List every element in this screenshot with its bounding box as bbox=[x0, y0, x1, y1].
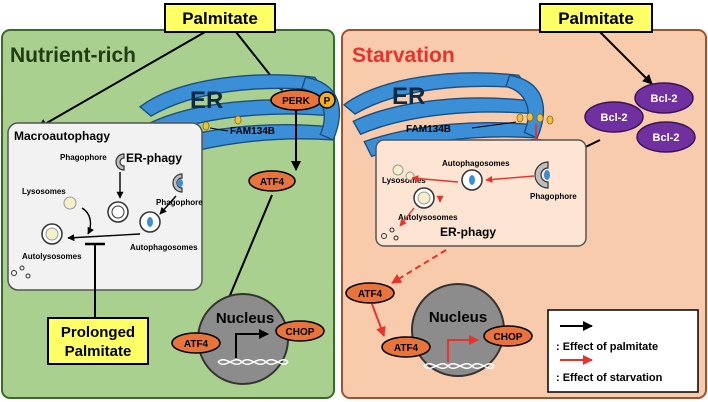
phospho-label: P bbox=[324, 96, 331, 107]
right-atf4-pill bbox=[345, 282, 395, 304]
legend-box bbox=[547, 309, 699, 393]
left-pathway-arrows bbox=[67, 172, 177, 242]
right-panel: Starvation Palmitate Bcl-2 Bcl-2 Bcl-2 E… bbox=[341, 3, 707, 399]
left-nucleus-atf4-pill bbox=[171, 332, 221, 354]
left-autophagosome-icon-1 bbox=[107, 201, 129, 223]
left-autolysosomes-label: Autolysosomes bbox=[22, 252, 82, 261]
right-autophagosome-cargo bbox=[469, 175, 475, 185]
left-lysosomes-label: Lysosomes bbox=[22, 187, 66, 196]
right-transcription-arrow bbox=[447, 335, 479, 362]
right-nucleus-atf4-label: ATF4 bbox=[394, 343, 419, 354]
right-panel-title: Starvation bbox=[352, 44, 455, 67]
right-nucleus-label: Nucleus bbox=[429, 309, 487, 326]
right-er-fragment-icon bbox=[544, 170, 550, 180]
left-phagophore-label-1: Phagophore bbox=[60, 153, 107, 162]
right-lysosome-icon-2 bbox=[405, 171, 415, 181]
bcl2-pill-1 bbox=[634, 82, 694, 114]
right-lysosome-icon-1 bbox=[392, 164, 404, 176]
right-palmitate-box bbox=[539, 3, 653, 33]
left-transcription-arrow bbox=[235, 329, 269, 358]
bcl2-label-3: Bcl-2 bbox=[653, 132, 680, 144]
left-palmitate-box bbox=[164, 3, 276, 33]
left-autolysosome-inner bbox=[45, 227, 59, 241]
left-lysosome-icon bbox=[63, 196, 77, 210]
left-nucleus-atf4-label: ATF4 bbox=[184, 339, 209, 350]
bcl2-pill-2 bbox=[584, 101, 644, 133]
right-phagophore-icon bbox=[534, 161, 549, 189]
left-fam134b-label: FAM134B bbox=[230, 126, 275, 137]
prolonged-line1: Prolonged bbox=[61, 324, 135, 341]
phospho-circle bbox=[318, 91, 336, 109]
er-phagy-to-atf4-arrow bbox=[391, 249, 447, 284]
left-autophagosome-cargo bbox=[147, 217, 153, 227]
right-er-label: ER bbox=[392, 83, 425, 110]
left-er-phagy-label: ER-phagy bbox=[126, 151, 182, 165]
left-autophagosome-inner-1 bbox=[111, 205, 125, 219]
legend-starvation-text: : Effect of starvation bbox=[556, 372, 663, 384]
left-er-label: ER bbox=[190, 87, 223, 114]
palmitate-to-bcl2-arrow bbox=[599, 31, 653, 85]
right-autophagosomes-label: Autophagosomes bbox=[442, 159, 510, 168]
right-fam134b-pointer bbox=[471, 121, 517, 129]
left-panel-title: Nutrient-rich bbox=[10, 44, 136, 67]
left-autophagosomes-label: Autophagosomes bbox=[130, 243, 198, 252]
left-phagophore-label-2: Phagophore bbox=[156, 198, 203, 207]
bcl2-pill-3 bbox=[636, 121, 696, 153]
left-phagophore-icon-1 bbox=[115, 153, 125, 171]
right-atf4-to-nucleus-arrow bbox=[371, 303, 386, 337]
right-degradation-products bbox=[381, 227, 399, 241]
right-nucleus-atf4-pill bbox=[381, 336, 431, 358]
left-nucleus-label: Nucleus bbox=[216, 310, 274, 327]
left-atf4-pill bbox=[248, 170, 296, 192]
left-er-fragment-icon bbox=[177, 179, 183, 187]
right-dna-icon bbox=[423, 363, 495, 369]
right-palmitate-label: Palmitate bbox=[558, 9, 634, 28]
macroautophagy-label: Macroautophagy bbox=[14, 129, 110, 143]
right-autolysosomes-label: Autolysosomes bbox=[398, 213, 458, 222]
perk-label: PERK bbox=[282, 96, 311, 107]
right-chop-label: CHOP bbox=[494, 332, 523, 343]
left-panel: Nutrient-rich Palmitate ER FAM134B PERK … bbox=[1, 3, 341, 399]
palmitate-to-macroautophagy-arrow bbox=[37, 31, 206, 129]
right-atf4-label: ATF4 bbox=[358, 289, 383, 300]
legend-palmitate-text: : Effect of palmitate bbox=[556, 341, 658, 353]
prolonged-line2: Palmitate bbox=[65, 343, 132, 360]
right-autolysosome-inner bbox=[417, 191, 431, 205]
left-chop-label: CHOP bbox=[286, 327, 315, 338]
right-fam134b-label: FAM134B bbox=[406, 124, 451, 135]
prolonged-palmitate-box bbox=[47, 317, 149, 365]
left-dna-icon bbox=[217, 359, 289, 365]
left-chop-pill bbox=[275, 320, 325, 342]
right-er-phagy-label: ER-phagy bbox=[440, 225, 496, 239]
left-palmitate-label: Palmitate bbox=[182, 9, 258, 28]
right-phagophore-label: Phagophore bbox=[530, 192, 577, 201]
right-fam134b-dots bbox=[516, 112, 554, 125]
right-lysosomes-label: Lysosomes bbox=[382, 176, 426, 185]
left-fam134b-pointer bbox=[209, 127, 229, 132]
right-er-phagy-box bbox=[375, 139, 587, 247]
right-pathway-arrows bbox=[399, 175, 535, 227]
right-chop-pill bbox=[483, 325, 533, 347]
left-atf4-label: ATF4 bbox=[260, 177, 285, 188]
macroautophagy-box bbox=[7, 122, 203, 291]
bcl2-label-2: Bcl-2 bbox=[601, 112, 628, 124]
left-degradation-products bbox=[11, 265, 31, 279]
bcl2-label-1: Bcl-2 bbox=[651, 93, 678, 105]
